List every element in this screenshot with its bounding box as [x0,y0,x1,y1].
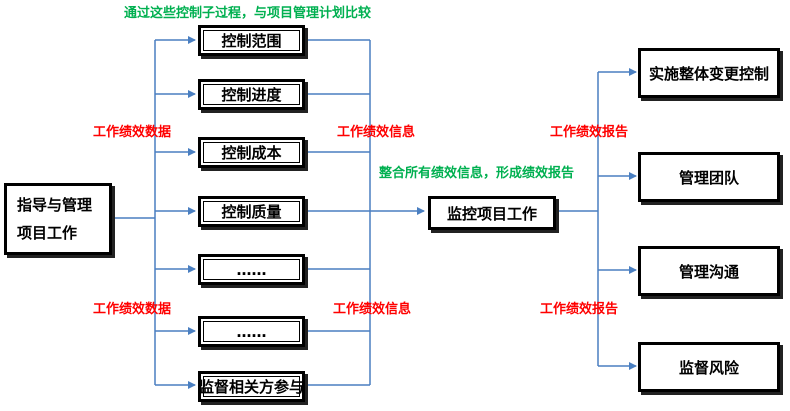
source-line-2: 项目工作 [17,224,78,242]
control-box-schedule: 控制进度 [198,79,305,110]
perf-data-lower-label: 工作绩效数据 [93,302,172,317]
control-box-scope: 控制范围 [198,25,305,56]
output-box-manage-team: 管理团队 [638,152,780,202]
source-process-box: 指导与管理 项目工作 [4,183,112,255]
perf-data-upper-label: 工作绩效数据 [93,125,172,140]
control-box-ellipsis-1: …… [198,254,305,285]
control-box-ellipsis-2: …… [198,316,305,347]
source-line-1: 指导与管理 [17,196,93,214]
output-box-manage-communication: 管理沟通 [638,246,780,296]
integrate-note-label: 整合所有绩效信息，形成绩效报告 [379,166,575,181]
output-box-change-control: 实施整体变更控制 [638,48,780,98]
control-box-quality: 控制质量 [198,196,305,227]
top-note-label: 通过这些控制子过程，与项目管理计划比较 [124,6,372,21]
monitor-work-box: 监控项目工作 [428,196,556,230]
control-box-cost: 控制成本 [198,137,305,168]
perf-report-lower-label: 工作绩效报告 [540,302,619,317]
perf-info-lower-label: 工作绩效信息 [333,302,412,317]
control-box-stakeholder: 监督相关方参与 [198,371,305,402]
perf-report-upper-label: 工作绩效报告 [550,125,629,140]
output-box-monitor-risk: 监督风险 [638,342,780,392]
perf-info-upper-label: 工作绩效信息 [337,125,416,140]
